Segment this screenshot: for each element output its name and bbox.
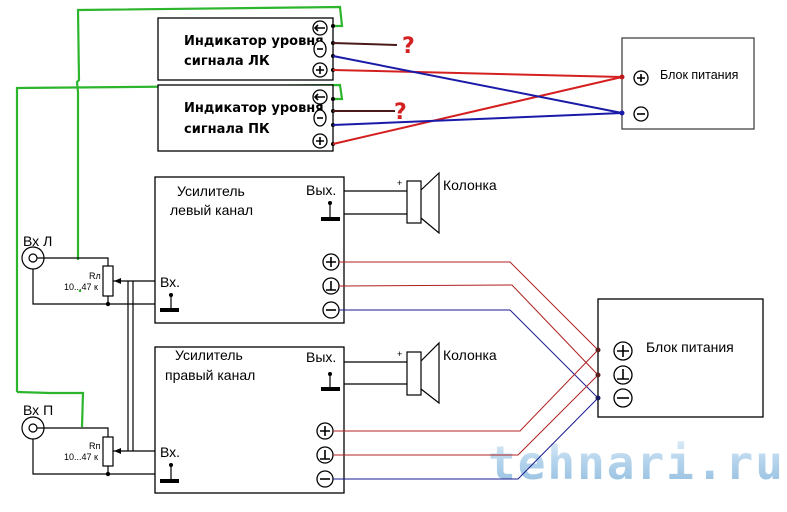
amp-left-subtitle: левый канал [170,202,253,218]
indicator-left-title: Индикатор уровня [184,34,324,49]
input-link-wires [127,281,134,451]
signal-terminal-icon [312,89,328,105]
input-left-label: Вх Л [23,233,52,249]
plus-terminal-icon [316,422,334,440]
speaker-right-label: Колонка [443,347,497,363]
minus-terminal-icon [322,301,340,319]
pot-left-name: Rл [89,271,101,281]
plus-terminal-icon [312,62,328,78]
speaker-right-polarity: + [397,349,402,359]
amplifier-right: Усилитель правый канал Вых. Вх. [154,346,345,494]
indicator-right-subtitle: сигнала ПК [184,122,270,137]
power-supply-bottom: Блок питания [595,298,764,418]
question-mark-right: ? [394,100,407,125]
amp-right-subtitle: правый канал [165,367,255,383]
minus-terminal-icon [313,109,327,127]
ground-terminal-icon [613,365,633,385]
question-mark-left: ? [402,34,415,59]
ground-terminal-icon [316,446,334,464]
pot-right-name: Rп [89,441,100,451]
indicator-right: Индикатор уровня сигнала ПК [157,84,334,152]
ground-icon [160,293,179,312]
psu-top-label: Блок питания [660,68,738,82]
unknown-wires: ? ? [332,34,415,125]
indicator-left: Индикатор уровня сигнала ЛК [157,17,334,81]
ground-icon [321,372,340,391]
speaker-right: + Колонка [344,341,497,405]
pot-right-value: 10...47 к [64,452,98,462]
minus-terminal-icon [313,40,327,58]
pot-left-value: 10...47 к [64,282,98,292]
speaker-left-polarity: + [397,178,402,188]
minus-terminal-icon [633,106,649,122]
plus-terminal-icon [312,133,328,149]
amp-right-title: Усилитель [175,347,243,363]
signal-terminal-icon [312,20,328,36]
minus-terminal-icon [613,388,633,408]
indicator-left-subtitle: сигнала ЛК [184,54,270,69]
psu-bottom-label: Блок питания [646,339,734,355]
plus-terminal-icon [322,253,340,271]
amp-left-output-label: Вых. [306,182,336,198]
speaker-left: + Колонка [344,171,497,235]
watermark: tehnari.ru [488,436,785,490]
ground-icon [321,201,340,221]
minus-terminal-icon [316,470,334,488]
speaker-left-label: Колонка [443,177,497,193]
amplifier-power-wires [333,261,599,480]
amp-right-output-label: Вых. [306,349,336,365]
input-right-label: Вх П [23,402,53,418]
input-left: Вх Л Rл 10...47 к [21,233,155,307]
amplifier-left: Усилитель левый канал Вых. Вх. [154,176,345,324]
ground-terminal-icon [322,277,340,295]
amp-right-input-label: Вх. [160,444,180,460]
amp-left-title: Усилитель [177,183,245,199]
plus-terminal-icon [613,341,633,361]
indicator-power-wires [332,55,623,145]
amp-left-input-label: Вх. [160,274,180,290]
plus-terminal-icon [633,70,649,86]
input-right: Вх П Rп 10...47 к [21,402,155,477]
power-supply-top: Блок питания [619,37,755,130]
ground-icon [160,463,179,483]
indicator-right-title: Индикатор уровня [184,101,324,116]
signal-wires [15,5,344,428]
